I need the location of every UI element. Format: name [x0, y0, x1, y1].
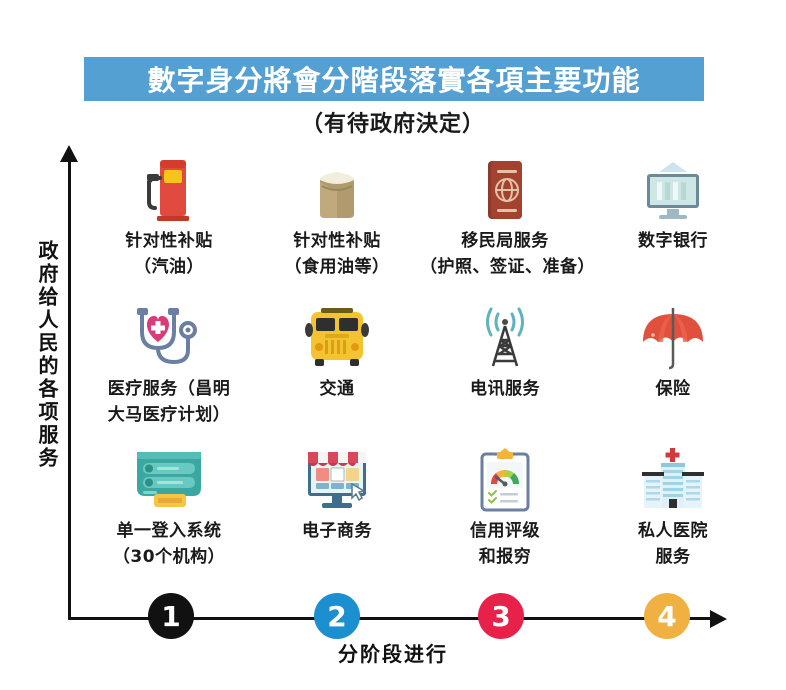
- page-title-bar: 數字身分將會分階段落實各項主要功能: [84, 57, 704, 101]
- service-item-fuel-subsidy: 针对性补贴 （汽油）: [84, 150, 254, 280]
- hospital-icon: [588, 440, 758, 512]
- stage-number: 3: [491, 599, 511, 633]
- service-item-label: 交通: [319, 379, 355, 399]
- service-item-label: 保险: [655, 379, 691, 399]
- y-axis-line: [68, 160, 71, 620]
- service-item-cooking-oil-subsidy: 针对性补贴 （食用油等）: [252, 150, 422, 280]
- service-item-private-hospital: 私人医院 服务: [588, 440, 758, 570]
- stage-number: 1: [161, 599, 181, 633]
- stage-marker-3: 3: [478, 593, 524, 639]
- rice-sack-icon: [252, 150, 422, 222]
- service-item-label: 电子商务: [302, 521, 372, 541]
- service-item-label: 数字银行: [638, 231, 708, 251]
- stage-number: 2: [327, 599, 347, 633]
- service-item-label: 针对性补贴 （食用油等）: [284, 231, 390, 277]
- service-item-label: 单一登入系统 （30个机构）: [112, 521, 226, 567]
- stage-marker-1: 1: [148, 593, 194, 639]
- x-axis-label: 分阶段进行: [338, 642, 448, 666]
- stage-marker-4: 4: [644, 593, 690, 639]
- passport-icon: [420, 150, 590, 222]
- y-axis-arrow-icon: [60, 145, 78, 162]
- service-item-label: 信用评级 和报穷: [470, 521, 540, 567]
- cell-tower-icon: [420, 298, 590, 370]
- service-grid: 针对性补贴 （汽油） 针对性补贴 （食用油等）: [84, 150, 724, 595]
- credit-score-icon: [420, 440, 590, 512]
- school-bus-icon: [252, 298, 422, 370]
- x-axis-arrow-icon: [710, 610, 727, 628]
- service-item-digital-bank: 数字银行: [588, 150, 758, 254]
- service-item-label: 医疗服务（昌明 大马医疗计划）: [107, 379, 231, 425]
- service-item-transport: 交通: [252, 298, 422, 402]
- service-item-ecommerce: 电子商务: [252, 440, 422, 544]
- x-axis-line: [68, 617, 713, 620]
- service-item-telecom: 电讯服务: [420, 298, 590, 402]
- service-item-insurance: 保险: [588, 298, 758, 402]
- stage-number: 4: [657, 599, 677, 633]
- service-item-healthcare: 医疗服务（昌明 大马医疗计划）: [84, 298, 254, 428]
- stethoscope-heart-icon: [84, 298, 254, 370]
- service-item-label: 针对性补贴 （汽油）: [125, 231, 213, 277]
- stage-marker-2: 2: [314, 593, 360, 639]
- digital-bank-icon: [588, 150, 758, 222]
- page-subtitle: （有待政府決定）: [300, 112, 485, 137]
- umbrella-icon: [588, 298, 758, 370]
- service-item-immigration: 移民局服务 （护照、签证、准备）: [420, 150, 595, 280]
- ecommerce-shop-icon: [252, 440, 422, 512]
- service-item-label: 私人医院 服务: [638, 521, 708, 567]
- single-login-icon: [84, 440, 254, 512]
- service-item-label: 电讯服务: [470, 379, 540, 399]
- page-title: 數字身分將會分階段落實各項主要功能: [147, 64, 641, 97]
- service-item-label: 移民局服务 （护照、签证、准备）: [420, 231, 595, 277]
- y-axis-label: 政府给人民的各项服务: [35, 240, 59, 470]
- service-item-single-login: 单一登入系统 （30个机构）: [84, 440, 254, 570]
- service-item-credit-score: 信用评级 和报穷: [420, 440, 590, 570]
- fuel-pump-icon: [84, 150, 254, 222]
